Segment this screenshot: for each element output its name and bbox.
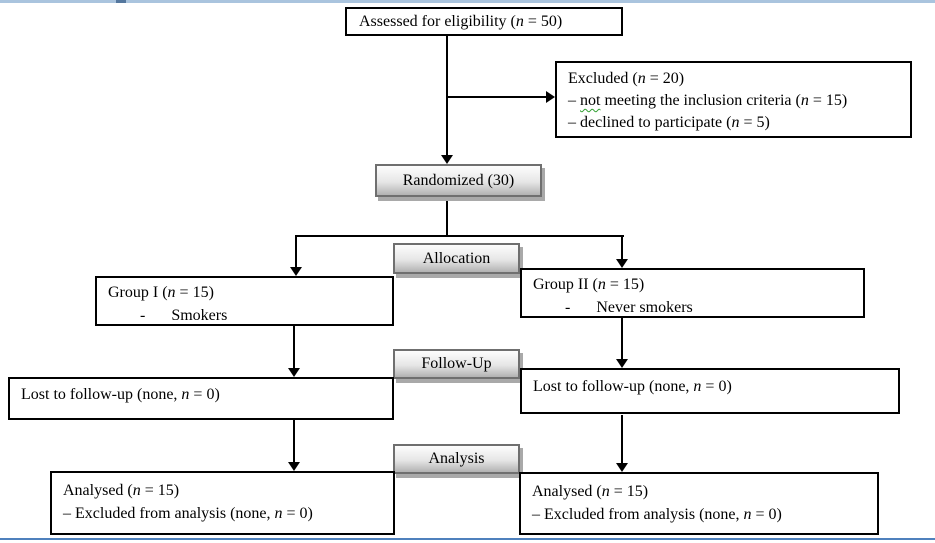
connector-randomized-to-split — [446, 197, 448, 237]
allocation-label: Allocation — [422, 249, 491, 267]
analysis-label: Analysis — [428, 450, 485, 467]
connector-allocation-split — [296, 235, 624, 237]
randomized-box: Randomized (30) — [375, 164, 542, 197]
lost-right-text: Lost to follow-up (none, n = 0) — [533, 378, 732, 395]
analysed-left-box: Analysed (n = 15) – Excluded from analys… — [50, 471, 395, 535]
group2-subtitle: -Never smokers — [565, 299, 693, 316]
top-border-rule-accent — [116, 0, 126, 3]
excluded-item-declined: – declined to participate (n = 5) — [568, 114, 770, 131]
randomized-label: Randomized (30) — [402, 171, 515, 189]
excluded-item-inclusion-criteria: – not meeting the inclusion criteria (n … — [568, 92, 848, 109]
lost-to-followup-right-box: Lost to follow-up (none, n = 0) — [520, 368, 900, 414]
group1-title: Group I (n = 15) — [108, 284, 214, 301]
analysed-right-title: Analysed (n = 15) — [532, 483, 649, 500]
arrowhead-analysed1 — [288, 462, 300, 471]
arrowhead-lost2 — [616, 359, 628, 368]
arrowhead-group1 — [290, 267, 302, 276]
analysed-right-detail: – Excluded from analysis (none, n = 0) — [532, 506, 782, 523]
analysed-left-detail: – Excluded from analysis (none, n = 0) — [63, 505, 313, 522]
connector-lost1-to-analysed1 — [293, 420, 295, 463]
connector-lost2-to-analysed2 — [621, 415, 623, 464]
group2-title: Group II (n = 15) — [533, 276, 645, 293]
analysed-left-title: Analysed (n = 15) — [63, 482, 180, 499]
followup-stage-label: Follow-Up — [393, 349, 520, 379]
lost-to-followup-left-box: Lost to follow-up (none, n = 0) — [8, 377, 394, 420]
connector-split-to-group1 — [295, 235, 297, 268]
eligibility-text: Assessed for eligibility (n = 50) — [359, 12, 563, 30]
lost-left-text: Lost to follow-up (none, n = 0) — [21, 386, 220, 403]
followup-label: Follow-Up — [421, 355, 492, 372]
group1-subtitle: -Smokers — [140, 307, 228, 324]
analysis-stage-label: Analysis — [393, 444, 520, 474]
arrowhead-excluded — [546, 91, 555, 103]
excluded-box: Excluded (n = 20) – not meeting the incl… — [555, 61, 912, 138]
arrowhead-randomized — [441, 155, 453, 164]
bottom-border-rule — [0, 538, 935, 540]
arrowhead-group2 — [616, 259, 628, 268]
group1-box: Group I (n = 15) -Smokers — [95, 276, 394, 326]
allocation-stage-label: Allocation — [393, 243, 520, 274]
connector-to-excluded — [447, 96, 547, 98]
top-border-rule — [0, 0, 935, 3]
group2-box: Group II (n = 15) -Never smokers — [520, 268, 865, 318]
assessed-for-eligibility-box: Assessed for eligibility (n = 50) — [345, 7, 623, 36]
arrowhead-analysed2 — [616, 463, 628, 472]
connector-split-to-group2 — [621, 235, 623, 260]
connector-group2-to-lost2 — [621, 318, 623, 360]
connector-group1-to-lost1 — [293, 326, 295, 369]
analysed-right-box: Analysed (n = 15) – Excluded from analys… — [519, 472, 879, 535]
arrowhead-lost1 — [288, 368, 300, 377]
excluded-title: Excluded (n = 20) — [568, 70, 685, 87]
